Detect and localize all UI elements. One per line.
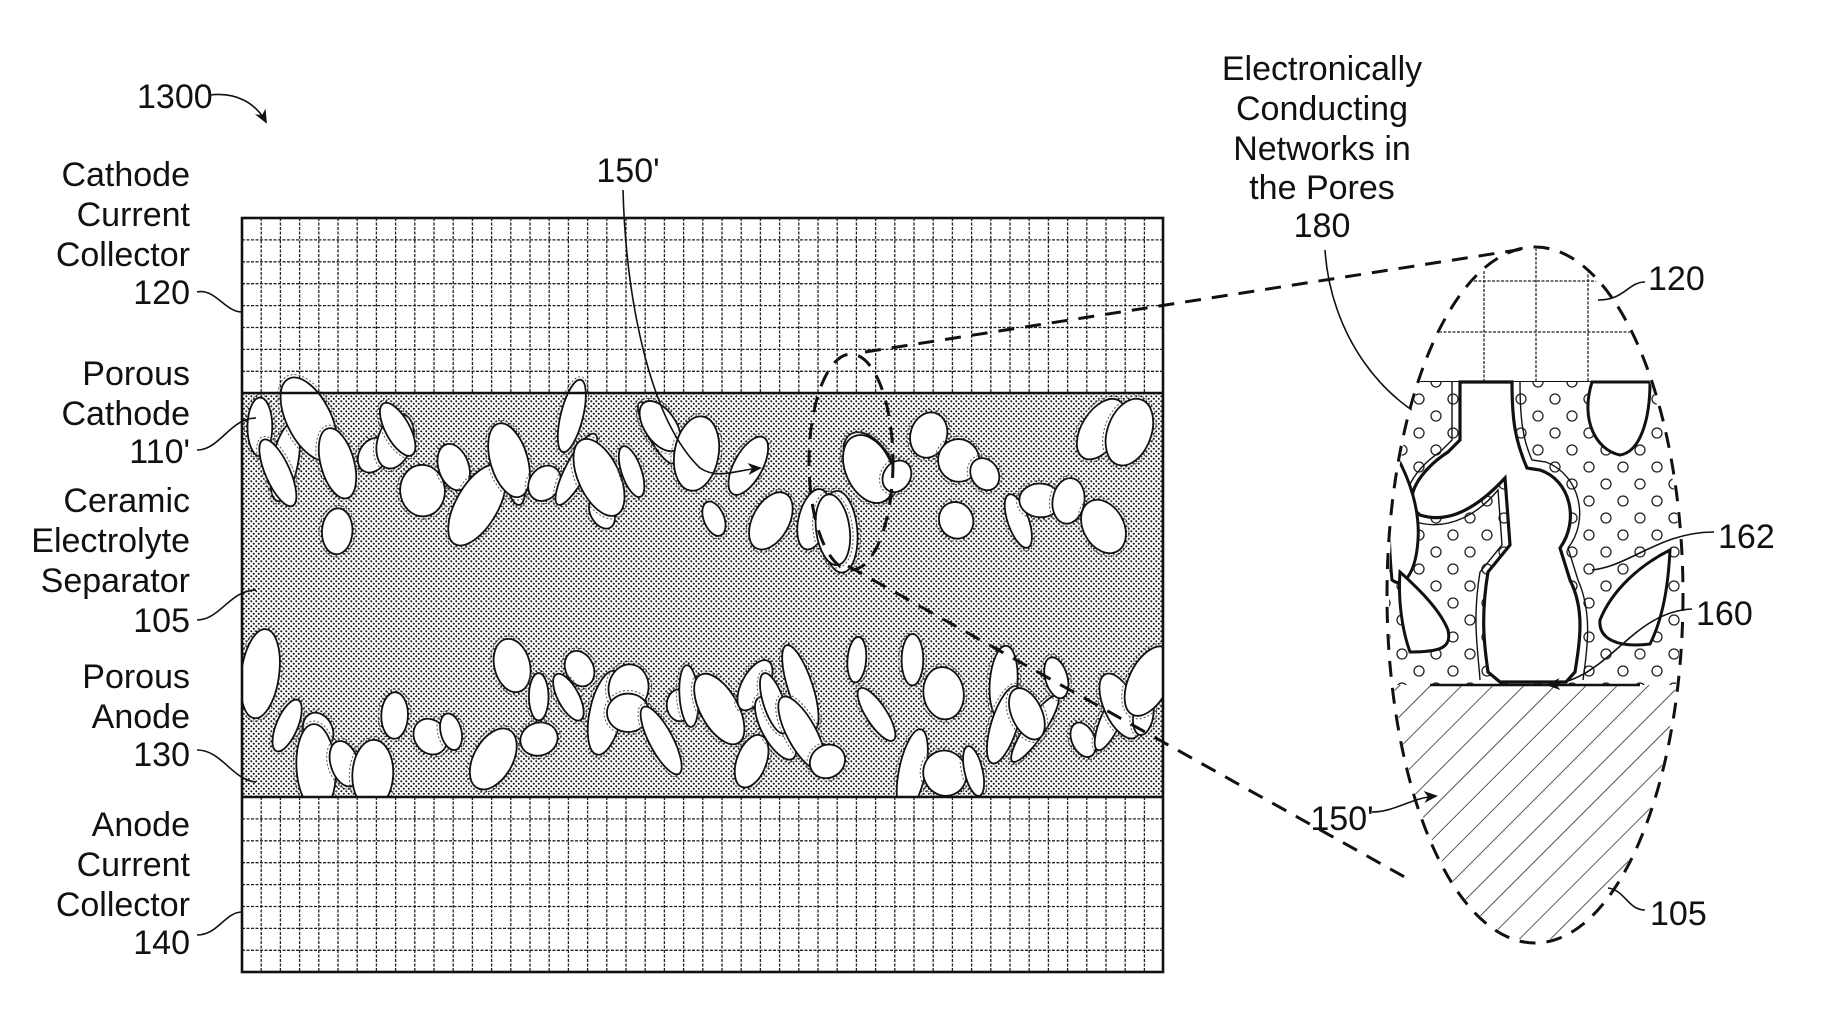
inset-pore (1586, 380, 1652, 457)
leader-line (196, 417, 257, 451)
inset-coating-outline (1519, 381, 1589, 681)
magnified-inset: 120 162 160 150' 105 (1310, 245, 1775, 945)
layer-labels: Cathode Current Collector 120 Porous Cat… (31, 156, 257, 962)
label-line: Cathode (61, 156, 190, 194)
inset-label-150: 150' (1310, 800, 1373, 838)
inset-ellipse-outline (1385, 245, 1685, 945)
label-line: Current (77, 846, 191, 884)
inset-label-150-arrow-icon (1371, 790, 1438, 813)
detail-circle (807, 352, 895, 572)
label-numeral: 120 (133, 274, 190, 312)
label-line: Collector (56, 886, 190, 924)
inset-collector-grid (1420, 249, 1630, 382)
label-line: Separator (41, 562, 190, 600)
inset-coating-outline (1404, 382, 1503, 681)
inset-label-120: 120 (1648, 260, 1705, 298)
callout-150-main: 150' (596, 152, 762, 475)
label-numeral: 130 (133, 736, 190, 774)
leader-line (1591, 531, 1715, 571)
anode-pores (242, 625, 1163, 817)
label-ceramic-electrolyte-separator: Ceramic Electrolyte Separator 105 (31, 482, 257, 640)
label-line: Porous (82, 355, 190, 393)
main-cell-stack (240, 216, 1165, 974)
inset-central-pore (1410, 380, 1582, 684)
label-line: Ceramic (63, 482, 190, 520)
label-numeral: 105 (133, 602, 190, 640)
ceramic-separator-layer (242, 553, 1163, 638)
inset-title: Electronically Conducting Networks in th… (1222, 50, 1464, 437)
label-porous-anode: Porous Anode 130 (82, 658, 257, 783)
label-anode-current-collector: Anode Current Collector 140 (56, 806, 243, 962)
callout-numeral: 150' (596, 152, 659, 190)
inset-label-160: 160 (1696, 595, 1753, 633)
upper-connector-line (864, 246, 1531, 354)
label-line: Electrolyte (31, 522, 190, 560)
label-cathode-current-collector: Cathode Current Collector 120 (56, 156, 243, 313)
label-line: Cathode (61, 395, 190, 433)
inset-title-line: Conducting (1236, 90, 1408, 128)
cathode-current-collector-layer (242, 218, 1163, 393)
leader-line (1597, 281, 1646, 301)
collector-grid-bottom (242, 797, 1163, 972)
figure-arrow-icon (209, 93, 267, 124)
collector-grid-top (242, 218, 1163, 393)
figure-reference: 1300 (137, 78, 267, 124)
callout-arrow-icon (622, 189, 762, 475)
leader-line (196, 290, 243, 313)
inset-title-line: the Pores (1249, 169, 1395, 207)
anode-current-collector-layer (242, 797, 1163, 972)
stack-frame (240, 216, 1165, 974)
label-line: Current (77, 196, 191, 234)
label-line: Anode (92, 806, 190, 844)
label-numeral: 140 (133, 924, 190, 962)
inset-title-line: Networks in (1233, 130, 1411, 168)
inset-label-162: 162 (1718, 518, 1775, 556)
inset-label-160-arrow-icon (1546, 608, 1693, 691)
detail-indicator (807, 246, 1531, 882)
label-line: Porous (82, 658, 190, 696)
inset-label-105: 105 (1650, 895, 1707, 933)
label-porous-cathode: Porous Cathode 110' (61, 355, 257, 471)
inset-title-line: Electronically (1222, 50, 1422, 88)
label-line: Anode (92, 698, 190, 736)
leader-line (196, 749, 257, 783)
leader-line (196, 911, 243, 936)
figure-numeral: 1300 (137, 78, 213, 116)
label-line: Collector (56, 236, 190, 274)
label-numeral: 110' (129, 433, 190, 471)
leader-line (1607, 887, 1646, 911)
inset-pore (1398, 568, 1451, 654)
leader-line (196, 589, 257, 621)
inset-title-numeral: 180 (1294, 207, 1351, 245)
